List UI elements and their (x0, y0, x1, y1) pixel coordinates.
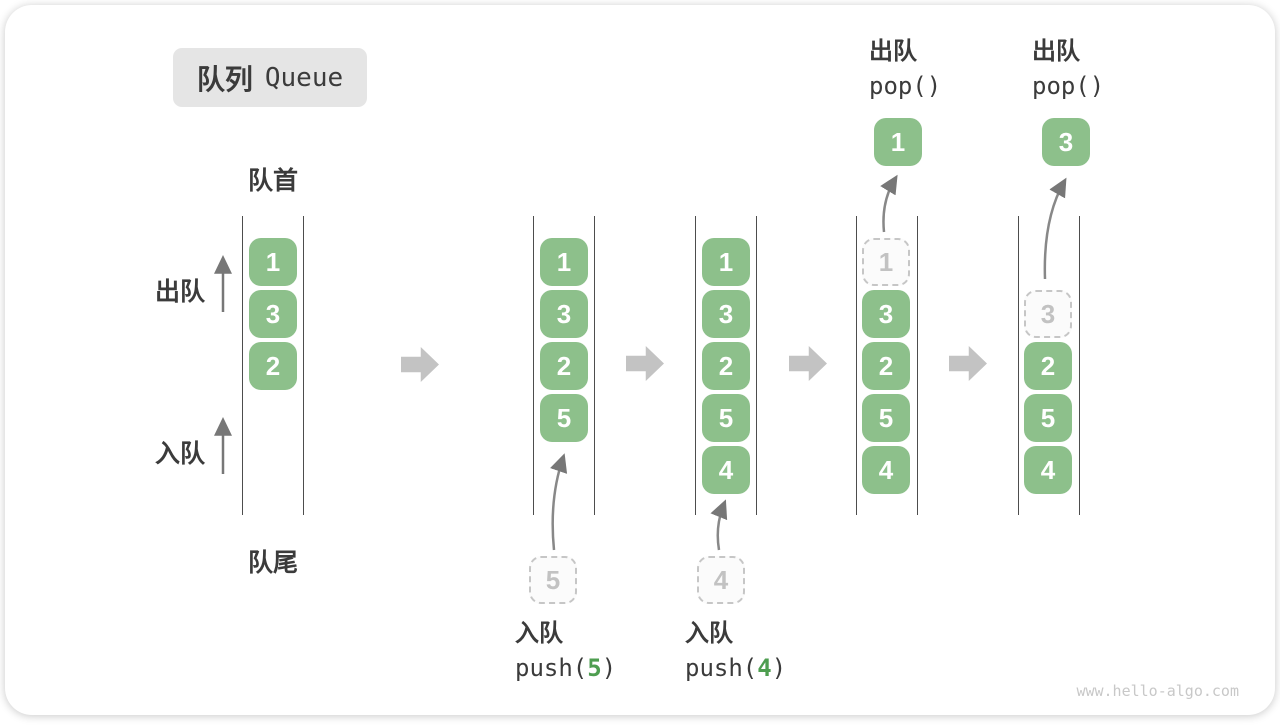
title-zh: 队列 (197, 58, 253, 98)
queue-front-label: 队首 (242, 161, 304, 197)
queue-item: 2 (862, 342, 910, 390)
state-transition-arrow-icon (949, 346, 987, 381)
popped-item: 1 (874, 118, 922, 166)
push5-zh: 入队 (515, 617, 616, 651)
dequeue-side-label: 出队 (155, 272, 205, 308)
ghost-item: 1 (862, 238, 910, 286)
state-transition-arrow-icon (626, 346, 664, 381)
queue-item: 4 (702, 446, 750, 494)
queue-item: 3 (862, 290, 910, 338)
queue-item: 4 (1024, 446, 1072, 494)
queue-item: 1 (249, 238, 297, 286)
pop1-code: pop() (869, 69, 941, 103)
state-transition-arrow-icon (789, 346, 827, 381)
pop2-code: pop() (1032, 69, 1104, 103)
queue-item: 5 (862, 394, 910, 442)
queue-item: 1 (702, 238, 750, 286)
state-transition-arrow-icon (401, 347, 439, 382)
popped-item: 3 (1042, 118, 1090, 166)
pop1-label: 出队 pop() (869, 35, 941, 103)
queue-item: 3 (540, 290, 588, 338)
queue-item: 3 (702, 290, 750, 338)
push5-label: 入队 push(5) (515, 617, 616, 685)
title-en: Queue (265, 63, 343, 93)
queue-item: 5 (1024, 394, 1072, 442)
watermark: www.hello-algo.com (1076, 682, 1239, 700)
title-chip: 队列 Queue (173, 48, 367, 107)
queue-item: 2 (249, 342, 297, 390)
queue-item: 3 (249, 290, 297, 338)
queue-item: 2 (1024, 342, 1072, 390)
queue-item: 2 (540, 342, 588, 390)
staged-item: 5 (529, 556, 577, 604)
push5-code: push(5) (515, 651, 616, 685)
queue-item: 4 (862, 446, 910, 494)
figure-card: 队列 Queue 队首 队尾 出队 入队 1 3 2 1 3 2 5 5 1 3… (5, 5, 1275, 715)
queue-item: 2 (702, 342, 750, 390)
pop2-zh: 出队 (1032, 35, 1104, 69)
enqueue-side-label: 入队 (155, 434, 205, 470)
pop1-zh: 出队 (869, 35, 941, 69)
queue-rear-label: 队尾 (242, 543, 304, 579)
push4-label: 入队 push(4) (685, 617, 786, 685)
push4-code: push(4) (685, 651, 786, 685)
pop2-label: 出队 pop() (1032, 35, 1104, 103)
queue-item: 5 (540, 394, 588, 442)
ghost-item: 3 (1024, 290, 1072, 338)
staged-item: 4 (697, 556, 745, 604)
queue-item: 5 (702, 394, 750, 442)
push4-zh: 入队 (685, 617, 786, 651)
queue-item: 1 (540, 238, 588, 286)
